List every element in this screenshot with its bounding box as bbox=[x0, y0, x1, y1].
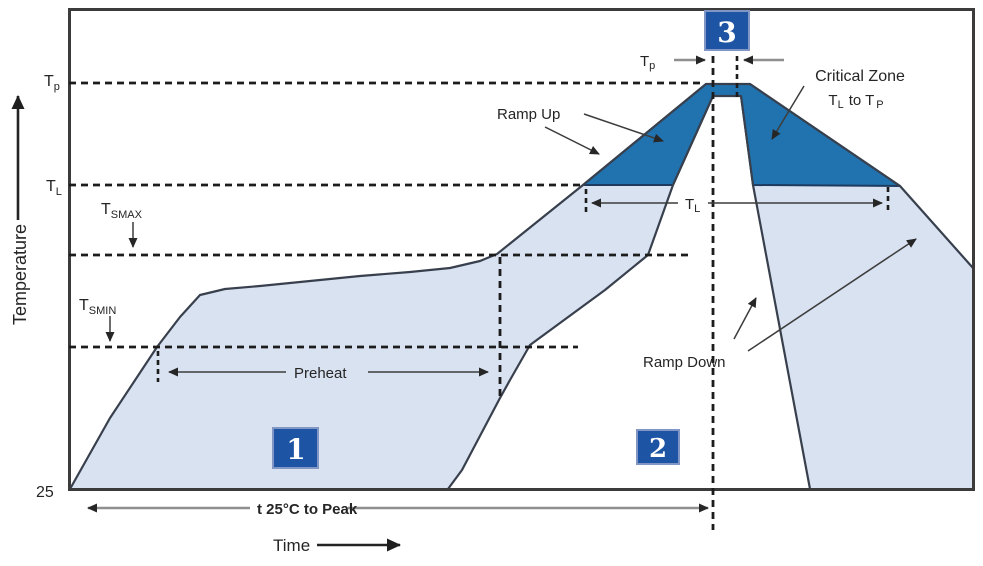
zone-2-number: 2 bbox=[649, 434, 667, 464]
tl-span-label: TL bbox=[685, 196, 700, 215]
tsmax-label: TSMAX bbox=[101, 201, 143, 221]
critical-zone-arrow bbox=[771, 85, 805, 140]
tp-span-label: Tp bbox=[640, 53, 655, 72]
origin-temp-label: 25 bbox=[36, 484, 54, 501]
zone-1-number: 1 bbox=[286, 433, 305, 466]
zone-2-badge bbox=[636, 429, 680, 465]
tp-axis-label: Tp bbox=[44, 73, 60, 93]
ramp-down-arrow-1 bbox=[733, 297, 757, 340]
lower-limit-curve bbox=[446, 94, 812, 491]
tl-axis-label: TL bbox=[46, 178, 62, 198]
preheat-label: Preheat bbox=[294, 365, 347, 382]
zone-3-badge bbox=[704, 10, 750, 51]
plot-border bbox=[68, 8, 975, 491]
ramp-down-arrow-2 bbox=[747, 238, 917, 352]
zone-3-number: 3 bbox=[717, 16, 736, 49]
zone-1-badge bbox=[272, 427, 319, 469]
t25-to-peak-label: t 25°C to Peak bbox=[257, 501, 358, 518]
tsmin-label: TSMIN bbox=[79, 297, 116, 317]
critical-zone-label-line1: Critical Zone bbox=[815, 68, 905, 85]
ramp-up-label: Ramp Up bbox=[497, 106, 560, 123]
time-axis-label: Time bbox=[273, 536, 310, 555]
ramp-up-arrow-1 bbox=[544, 126, 600, 155]
profile-envelope-band bbox=[70, 84, 973, 489]
ramp-down-label: Ramp Down bbox=[643, 354, 726, 371]
ramp-up-arrow-2 bbox=[583, 113, 664, 143]
temperature-axis-label: Temperature bbox=[10, 224, 30, 325]
